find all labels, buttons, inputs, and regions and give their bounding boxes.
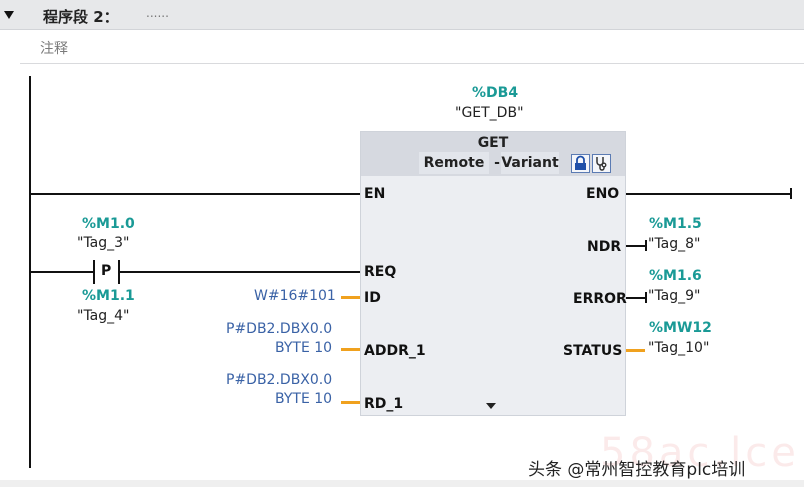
rd-pointer-line1[interactable]: P#DB2.DBX0.0 <box>226 372 333 388</box>
contact-top-address: %M1.0 <box>82 216 135 232</box>
block-header: GET Remote - Variant <box>361 132 625 176</box>
rd-wire <box>341 401 360 404</box>
ndr-wire <box>626 245 646 247</box>
ndr-address[interactable]: %M1.5 <box>649 216 702 232</box>
instance-db-name[interactable]: "GET_DB" <box>455 105 524 121</box>
pin-ndr[interactable]: NDR <box>587 239 622 255</box>
block-option-separator: - <box>494 155 500 171</box>
pin-req[interactable]: REQ <box>364 264 397 280</box>
eno-wire <box>626 193 792 195</box>
ndr-tag[interactable]: "Tag_8" <box>648 236 701 252</box>
contact-top-tag: "Tag_3" <box>77 235 130 251</box>
contact-bottom-tag: "Tag_4" <box>77 308 130 324</box>
id-wire <box>341 296 360 299</box>
network-header[interactable]: 程序段 2： ...... <box>0 0 804 30</box>
stethoscope-icon[interactable] <box>592 154 611 173</box>
error-tag[interactable]: "Tag_9" <box>648 288 701 304</box>
status-wire <box>626 349 645 352</box>
status-tag[interactable]: "Tag_10" <box>648 340 710 356</box>
req-wire-right <box>118 271 360 273</box>
collapse-triangle-icon[interactable] <box>2 9 16 21</box>
addr-pointer-line2[interactable]: BYTE 10 <box>275 340 333 356</box>
pin-rd-1[interactable]: RD_1 <box>364 396 404 412</box>
ndr-wire-end <box>645 240 647 251</box>
eno-wire-end <box>790 188 792 199</box>
editor-bottom-strip <box>0 480 804 487</box>
pin-eno[interactable]: ENO <box>586 186 620 202</box>
en-wire <box>29 193 360 195</box>
addr-wire <box>341 348 360 351</box>
contact-left-bar[interactable] <box>93 260 95 284</box>
contact-bottom-address: %M1.1 <box>82 288 135 304</box>
pin-en[interactable]: EN <box>364 186 386 202</box>
error-wire-end <box>645 292 647 303</box>
network-comment-row[interactable]: 注释 <box>20 31 804 64</box>
instance-db-address[interactable]: %DB4 <box>472 85 519 101</box>
pin-error[interactable]: ERROR <box>573 291 627 307</box>
block-option-remote[interactable]: Remote <box>419 152 489 174</box>
req-wire-left <box>29 271 93 273</box>
network-title: 程序段 2： <box>43 8 119 26</box>
pin-addr-1[interactable]: ADDR_1 <box>364 343 426 359</box>
watermark: 头条 @常州智控教育plc培训 <box>528 460 746 480</box>
addr-pointer-line1[interactable]: P#DB2.DBX0.0 <box>226 321 333 337</box>
block-option-variant[interactable]: Variant <box>501 152 559 174</box>
block-name: GET <box>477 135 509 151</box>
error-wire <box>626 297 646 299</box>
pin-status[interactable]: STATUS <box>563 343 623 359</box>
expand-triangle-icon[interactable] <box>485 402 497 410</box>
get-function-block[interactable]: GET Remote - Variant <box>360 131 626 416</box>
network-title-placeholder[interactable]: ...... <box>146 6 169 20</box>
network-comment[interactable]: 注释 <box>40 41 68 57</box>
status-address[interactable]: %MW12 <box>649 320 712 336</box>
watermark-shadow: 58ac.lce <box>600 430 800 476</box>
contact-symbol[interactable]: P <box>101 263 112 279</box>
error-address[interactable]: %M1.6 <box>649 268 702 284</box>
rd-pointer-line2[interactable]: BYTE 10 <box>275 391 333 407</box>
pin-id[interactable]: ID <box>364 290 381 306</box>
lock-icon[interactable] <box>571 154 590 173</box>
id-constant[interactable]: W#16#101 <box>254 288 336 304</box>
